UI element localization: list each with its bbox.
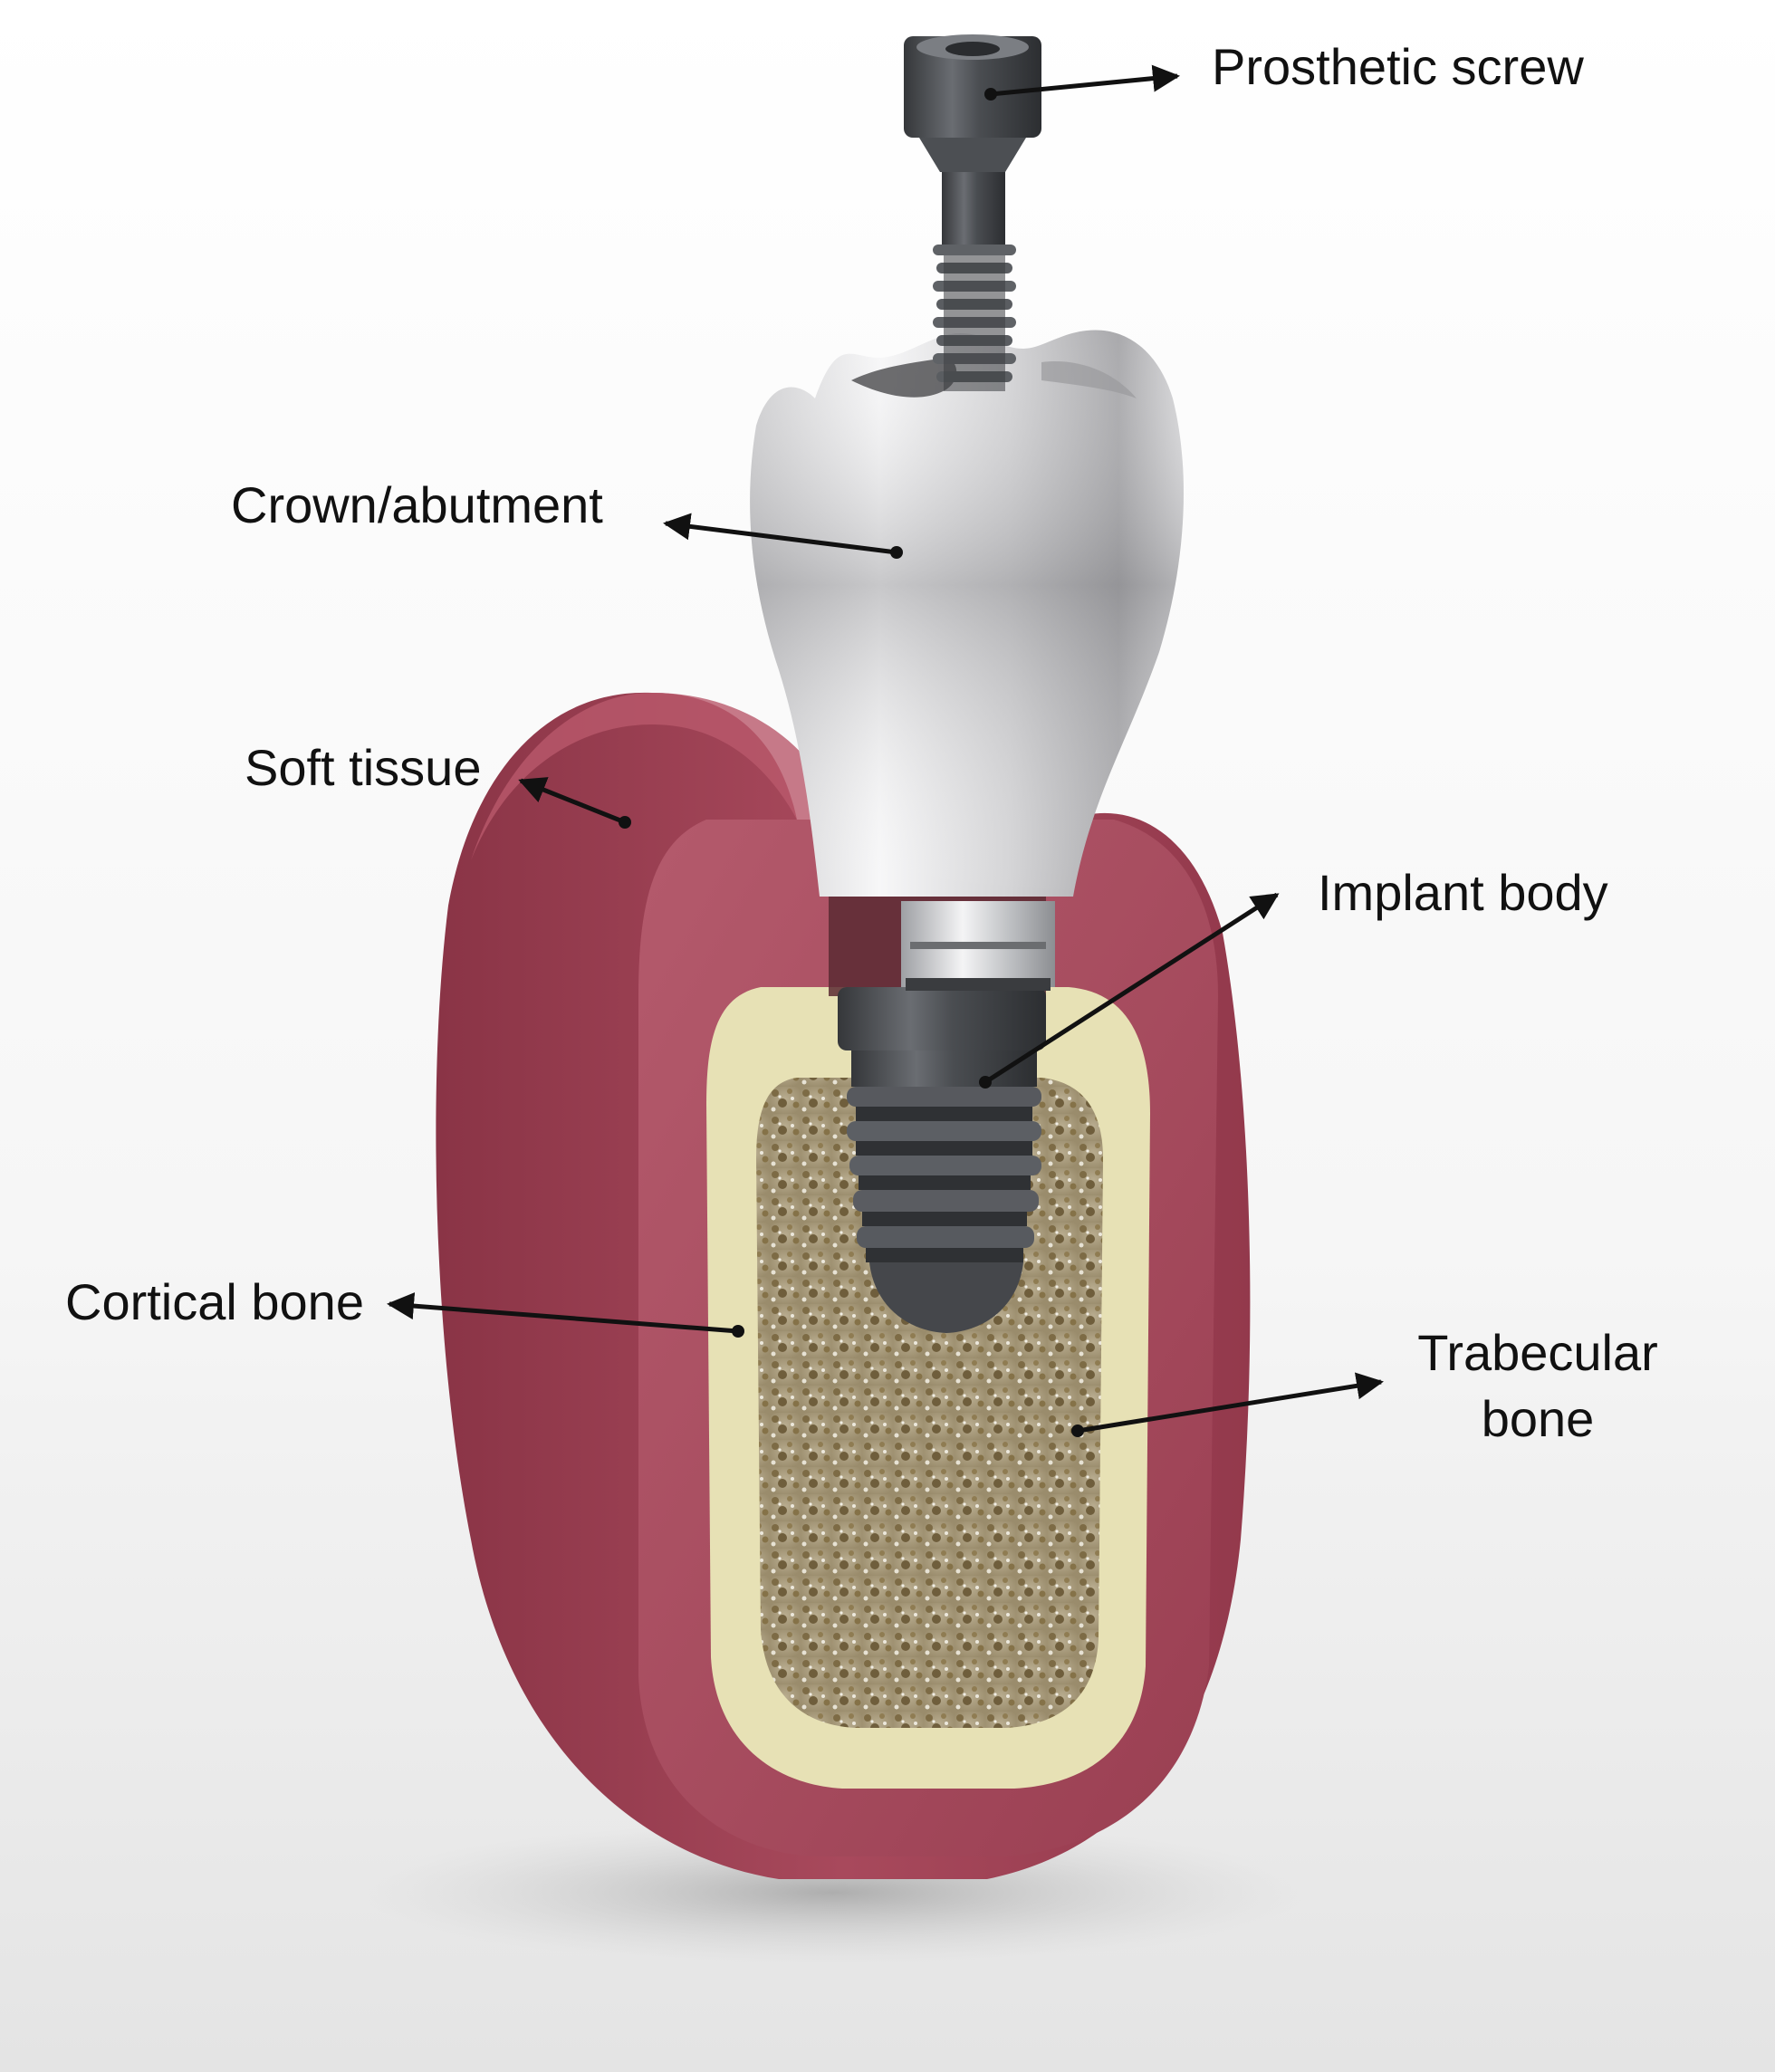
label-implant-body: Implant body	[1318, 864, 1608, 921]
label-prosthetic-screw: Prosthetic screw	[1212, 38, 1584, 95]
arrow-icon-cortical-bone	[387, 1292, 739, 1334]
screw-thread	[933, 245, 1016, 391]
prosthetic-screw	[904, 34, 1041, 391]
label-trabecular-line1: Trabecular	[1417, 1324, 1658, 1381]
label-soft-tissue: Soft tissue	[245, 739, 482, 796]
arrow-icon-prosthetic-screw	[990, 64, 1180, 97]
arrow-icon-crown-abutment	[663, 513, 897, 555]
arrow-icon-trabecular-bone	[1077, 1372, 1384, 1434]
label-cortical-bone: Cortical bone	[65, 1273, 364, 1330]
label-crown-abutment: Crown/abutment	[231, 476, 603, 533]
leader-arrows	[387, 64, 1384, 1434]
ground-shadow	[362, 1820, 1304, 1965]
soft-tissue-top	[471, 693, 842, 860]
label-trabecular-bone: Trabecular bone	[1402, 1320, 1674, 1453]
implant-body	[838, 987, 1046, 1333]
abutment-connection	[901, 901, 1055, 991]
arrow-start-dots	[619, 88, 1084, 1437]
arrow-icon-implant-body	[983, 892, 1280, 1085]
crown-abutment	[750, 330, 1184, 897]
label-trabecular-line2: bone	[1481, 1389, 1595, 1447]
arrow-icon-soft-tissue	[518, 777, 626, 825]
